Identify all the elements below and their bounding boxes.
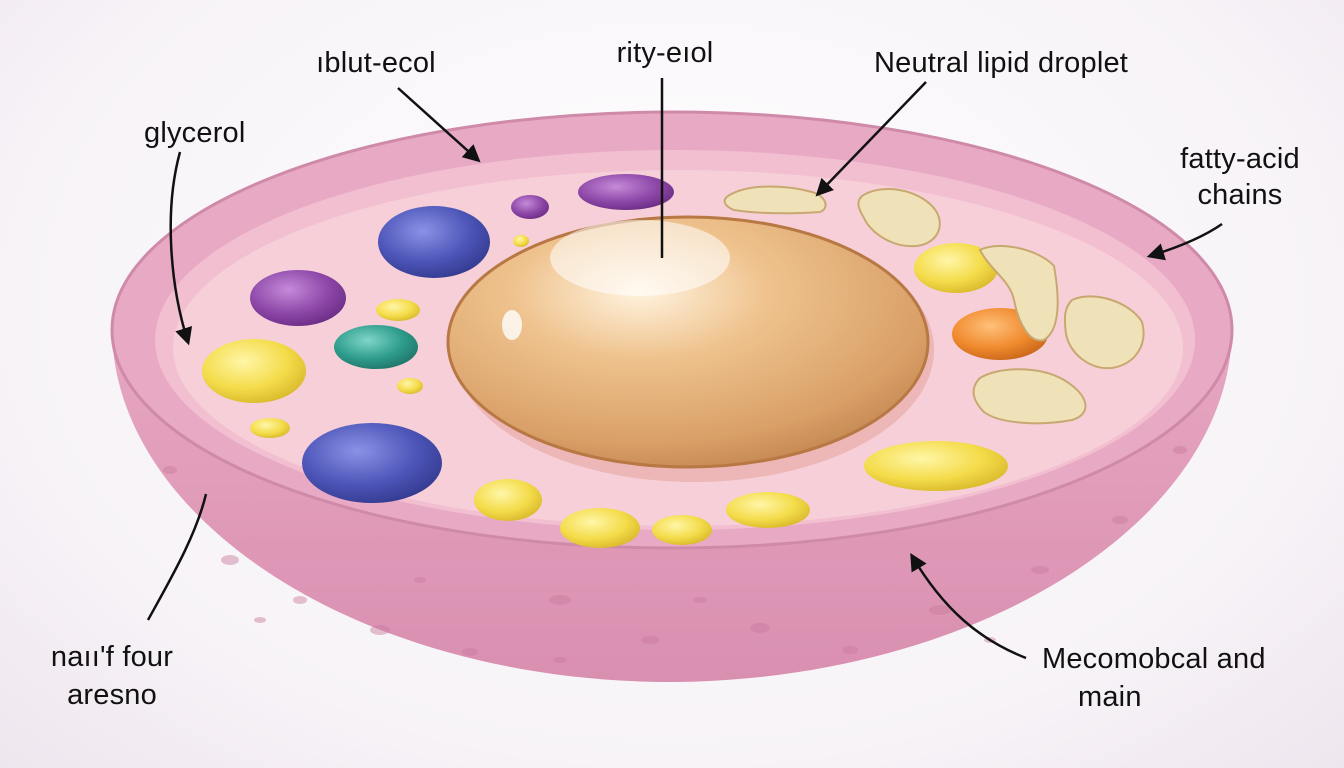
vesicle-yellow-dot bbox=[513, 235, 529, 247]
fiber-top bbox=[723, 185, 827, 215]
vesicle-blue-bottom bbox=[302, 423, 442, 503]
label-left: glycerol bbox=[144, 117, 246, 149]
vesicle-yellow-left bbox=[202, 339, 306, 403]
fatty-acid-fibers bbox=[723, 185, 1145, 425]
label-bottom-right-line1: Mecomobcal and bbox=[1042, 643, 1266, 675]
arrow-bottom-right bbox=[910, 552, 1027, 660]
fiber-cluster-3 bbox=[1063, 295, 1145, 370]
label-bottom-left-line2: aresno bbox=[67, 679, 157, 711]
arrow-left bbox=[169, 151, 193, 346]
lipid-droplet-spark bbox=[502, 310, 522, 340]
vesicle-yellow-small-2 bbox=[397, 378, 423, 394]
arrow-bottom-left bbox=[146, 493, 208, 621]
vesicle-blue-top bbox=[378, 206, 490, 278]
lipid-droplet-highlight bbox=[550, 220, 730, 296]
label-right-line1: fatty-acid bbox=[1180, 143, 1300, 175]
vesicle-teal bbox=[334, 325, 418, 369]
label-top-left: ıblut-ecol bbox=[316, 47, 436, 79]
label-right-line2: chains bbox=[1197, 179, 1283, 211]
body-pores bbox=[163, 446, 1187, 663]
vesicle-yellow-b3 bbox=[652, 515, 712, 545]
label-bottom-right-line2: main bbox=[1078, 681, 1142, 713]
vesicle-yellow-small-3 bbox=[250, 418, 290, 438]
vesicle-purple-small bbox=[511, 195, 549, 219]
arrow-top-left bbox=[397, 87, 481, 163]
vesicle-yellow-b1 bbox=[474, 479, 542, 521]
arrow-right bbox=[1146, 222, 1223, 261]
vesicle-purple-large bbox=[250, 270, 346, 326]
vesicle-yellow-b2 bbox=[560, 508, 640, 548]
arrow-top-right bbox=[815, 81, 927, 197]
vesicle-yellow-right bbox=[914, 243, 998, 293]
fiber-cluster-2 bbox=[978, 245, 1059, 342]
vesicle-purple-top bbox=[578, 174, 674, 210]
annotation-arrows bbox=[146, 78, 1223, 660]
vesicle-yellow-small-1 bbox=[376, 299, 420, 321]
vesicle-yellow-b4 bbox=[726, 492, 810, 528]
label-top-center: rity-eıol bbox=[616, 37, 714, 69]
fiber-cluster-4 bbox=[972, 368, 1087, 425]
vesicle-yellow-right-long bbox=[864, 441, 1008, 491]
label-bottom-left-line1: naıı'f four bbox=[50, 641, 174, 673]
vesicles bbox=[202, 174, 1048, 548]
label-top-right: Neutral lipid droplet bbox=[874, 47, 1129, 79]
fiber-cluster-1 bbox=[857, 188, 941, 248]
